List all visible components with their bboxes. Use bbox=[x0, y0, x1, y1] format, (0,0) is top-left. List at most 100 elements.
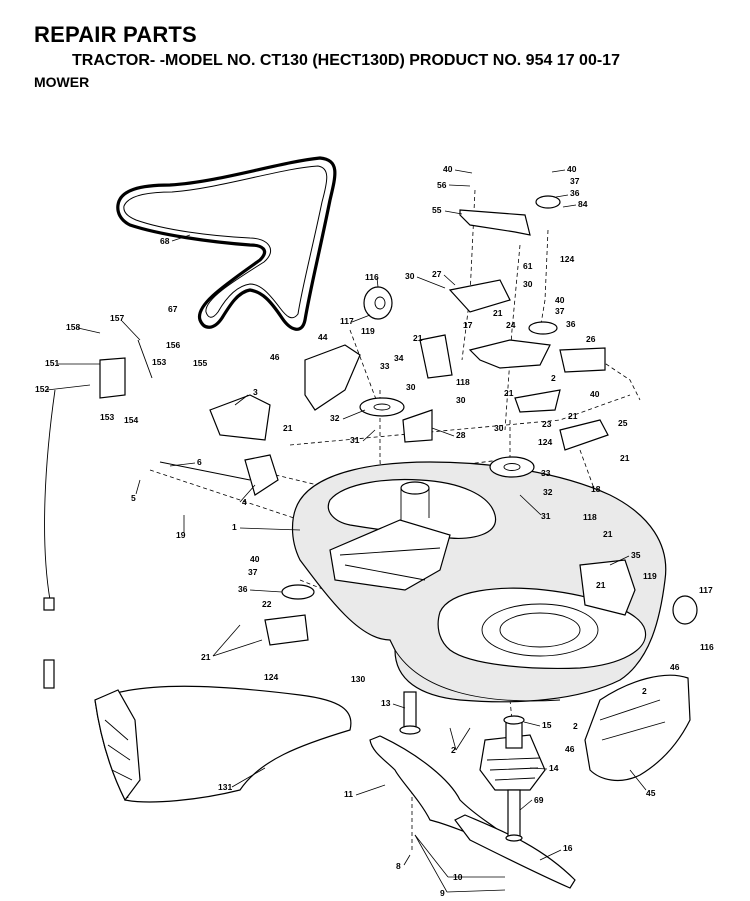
callout-c21g: 21 bbox=[603, 529, 613, 539]
callout-c37c: 37 bbox=[248, 567, 258, 577]
callout-c4: 4 bbox=[242, 497, 247, 507]
callout-c21h: 21 bbox=[596, 580, 606, 590]
callout-c13: 13 bbox=[381, 698, 391, 708]
callout-c117a: 117 bbox=[340, 316, 354, 326]
callout-c28: 28 bbox=[456, 430, 466, 440]
callout-c22: 22 bbox=[262, 599, 272, 609]
callout-c3: 3 bbox=[253, 387, 258, 397]
callout-c21b: 21 bbox=[413, 333, 423, 343]
callout-c31b: 31 bbox=[541, 511, 551, 521]
callout-c16: 16 bbox=[563, 843, 573, 853]
callout-c153a: 153 bbox=[152, 357, 166, 367]
callout-c69: 69 bbox=[534, 795, 544, 805]
callout-c17: 17 bbox=[463, 320, 473, 330]
callout-c1: 1 bbox=[232, 522, 237, 532]
callout-c30d: 30 bbox=[456, 395, 466, 405]
callout-c2a: 2 bbox=[551, 373, 556, 383]
callout-c118b: 118 bbox=[583, 512, 597, 522]
callout-c84: 84 bbox=[578, 199, 588, 209]
callout-c124b: 124 bbox=[538, 437, 552, 447]
callout-c25: 25 bbox=[618, 418, 628, 428]
callout-c9: 9 bbox=[440, 888, 445, 898]
callout-c153b: 153 bbox=[100, 412, 114, 422]
callout-c21d: 21 bbox=[568, 411, 578, 421]
callout-c154: 154 bbox=[124, 415, 138, 425]
callout-c119b: 119 bbox=[643, 571, 657, 581]
callout-c18: 18 bbox=[591, 484, 601, 494]
callout-c2d: 2 bbox=[451, 745, 456, 755]
callout-c21a: 21 bbox=[493, 308, 503, 318]
callout-c30b: 30 bbox=[523, 279, 533, 289]
pulleys-part bbox=[281, 195, 698, 625]
callout-c67: 67 bbox=[168, 304, 178, 314]
callout-c36c: 36 bbox=[238, 584, 248, 594]
page-title: REPAIR PARTS bbox=[34, 22, 197, 47]
leader-lines bbox=[46, 169, 647, 893]
callout-c36a: 36 bbox=[570, 188, 580, 198]
callout-c118a: 118 bbox=[456, 377, 470, 387]
callout-c8: 8 bbox=[396, 861, 401, 871]
callout-c156: 156 bbox=[166, 340, 180, 350]
callout-c6: 6 bbox=[197, 457, 202, 467]
callout-c2b: 2 bbox=[642, 686, 647, 696]
discharge-chute-part bbox=[94, 685, 352, 803]
callout-c117b: 117 bbox=[699, 585, 713, 595]
callout-c61: 61 bbox=[523, 261, 533, 271]
callout-c27: 27 bbox=[432, 269, 442, 279]
callout-c23: 23 bbox=[542, 419, 552, 429]
callout-c155: 155 bbox=[193, 358, 207, 368]
brackets-part bbox=[43, 209, 636, 689]
callout-c68: 68 bbox=[160, 236, 170, 246]
callout-c45: 45 bbox=[646, 788, 656, 798]
mower-deck-part bbox=[291, 461, 667, 703]
callout-c32b: 32 bbox=[543, 487, 553, 497]
callout-c46c: 46 bbox=[565, 744, 575, 754]
callout-c19: 19 bbox=[176, 530, 186, 540]
callout-c35: 35 bbox=[631, 550, 641, 560]
callout-c24: 24 bbox=[506, 320, 516, 330]
callout-c116a: 116 bbox=[365, 272, 379, 282]
callout-labels: 40 56 40 37 36 84 55 124 68 61 27 30 30 … bbox=[35, 164, 714, 898]
callout-c37a: 37 bbox=[570, 176, 580, 186]
callout-c33a: 33 bbox=[380, 361, 390, 371]
callout-c30a: 30 bbox=[405, 271, 415, 281]
callout-c40a: 40 bbox=[443, 164, 453, 174]
callout-c21c: 21 bbox=[504, 388, 514, 398]
deflector-part bbox=[584, 674, 691, 782]
callout-c55: 55 bbox=[432, 205, 442, 215]
callout-c40d: 40 bbox=[590, 389, 600, 399]
callout-c33b: 33 bbox=[541, 468, 551, 478]
callout-c44: 44 bbox=[318, 332, 328, 342]
blades-part bbox=[369, 735, 576, 889]
callout-c5: 5 bbox=[131, 493, 136, 503]
model-subtitle: TRACTOR- -MODEL NO. CT130 (HECT130D) PRO… bbox=[72, 52, 620, 69]
callout-c124c: 124 bbox=[264, 672, 278, 682]
callout-c46b: 46 bbox=[670, 662, 680, 672]
callout-c151: 151 bbox=[45, 358, 59, 368]
callout-c124a: 124 bbox=[560, 254, 574, 264]
callout-c11: 11 bbox=[344, 789, 353, 799]
callout-c158: 158 bbox=[66, 322, 80, 332]
spindles-part bbox=[399, 691, 546, 842]
callout-c21e: 21 bbox=[283, 423, 293, 433]
callout-c31a: 31 bbox=[350, 435, 360, 445]
callout-c40e: 40 bbox=[250, 554, 260, 564]
callout-c157: 157 bbox=[110, 313, 124, 323]
callout-c36b: 36 bbox=[566, 319, 576, 329]
callout-c21f: 21 bbox=[620, 453, 630, 463]
callout-c56: 56 bbox=[437, 180, 447, 190]
callout-c26: 26 bbox=[586, 334, 596, 344]
callout-c131: 131 bbox=[218, 782, 232, 792]
callout-c40c: 40 bbox=[555, 295, 565, 305]
callout-c34: 34 bbox=[394, 353, 404, 363]
callout-c116b: 116 bbox=[700, 642, 714, 652]
callout-c152: 152 bbox=[35, 384, 49, 394]
callout-c40b: 40 bbox=[567, 164, 577, 174]
callout-c21i: 21 bbox=[201, 652, 211, 662]
callout-c46a: 46 bbox=[270, 352, 280, 362]
callout-c119a: 119 bbox=[361, 326, 375, 336]
callout-c15: 15 bbox=[542, 720, 552, 730]
belt-part bbox=[116, 156, 337, 331]
callout-c2c: 2 bbox=[573, 721, 578, 731]
